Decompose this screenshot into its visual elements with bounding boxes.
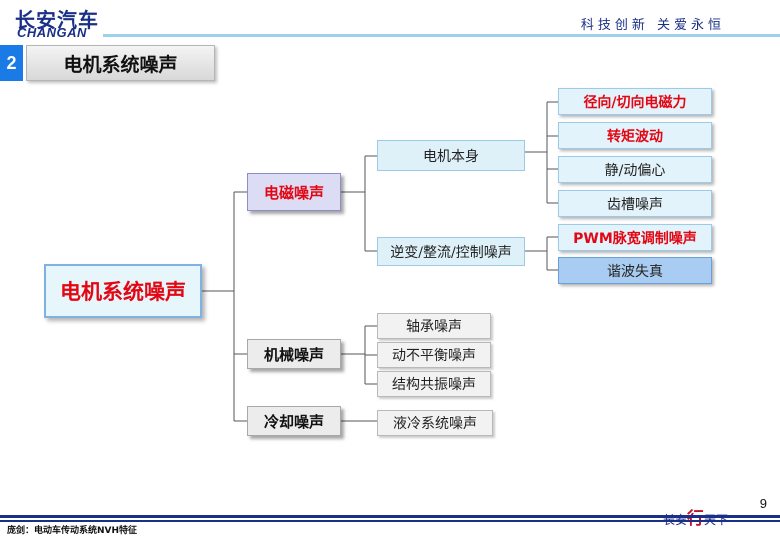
leaf-torque-ripple: 转矩波动 [558, 122, 712, 149]
category-mechanical-noise: 机械噪声 [247, 339, 341, 369]
mech-sub-imbalance-noise: 动不平衡噪声 [377, 342, 491, 368]
cool-sub-liquid-cooling-noise: 液冷系统噪声 [377, 410, 493, 436]
section-title: 电机系统噪声 [26, 45, 215, 81]
brand-logo-chinese: 长安汽车 [15, 8, 99, 32]
mech-sub-bearing-noise: 轴承噪声 [377, 313, 491, 339]
footer-caption: 庞剑：电动车传动系统NVH特征 [7, 526, 138, 536]
bottom-logo-mid: 行 [686, 509, 704, 529]
mech-sub-resonance-noise: 结构共振噪声 [377, 371, 491, 397]
leaf-eccentricity: 静/动偏心 [558, 156, 712, 183]
category-electromagnetic-noise: 电磁噪声 [247, 173, 341, 211]
leaf-cogging-noise: 齿槽噪声 [558, 190, 712, 217]
header-divider [103, 34, 780, 37]
footer-divider-top [0, 515, 780, 518]
leaf-pwm-noise: PWM脉宽调制噪声 [558, 224, 712, 251]
footer-divider-bottom [0, 520, 780, 522]
leaf-harmonic-distortion: 谐波失真 [558, 257, 712, 284]
category-cooling-noise: 冷却噪声 [247, 406, 341, 436]
slogan: 科技创新 关爱永恒 [580, 18, 725, 33]
em-sub-motor-itself: 电机本身 [377, 140, 525, 171]
em-sub-inverter-noise: 逆变/整流/控制噪声 [377, 237, 525, 266]
leaf-electromagnetic-force: 径向/切向电磁力 [558, 88, 712, 115]
root-node: 电机系统噪声 [44, 264, 202, 318]
page-number: 9 [759, 496, 767, 511]
brand-logo-english: CHANGAN [17, 25, 87, 40]
section-number: 2 [0, 45, 23, 81]
